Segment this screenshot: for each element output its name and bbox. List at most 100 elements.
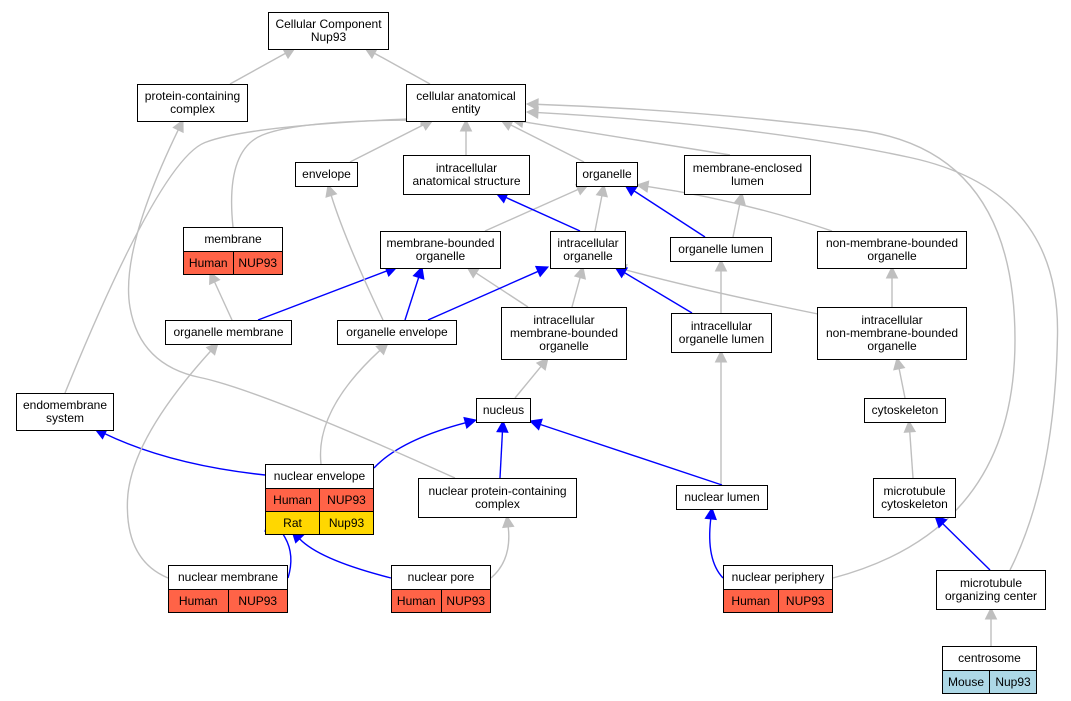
edge-part-of-nuclear-envelope-to-nucleus <box>373 422 466 469</box>
arrowhead <box>714 349 728 363</box>
edge-is-a-non-mem-bounded-org-to-ic-organelle <box>625 269 819 315</box>
node-ic-non-mem-bounded-org[interactable]: intracellular non-membrane-bounded organ… <box>817 307 967 360</box>
node-label: organelle <box>582 167 632 181</box>
node-label: envelope <box>302 167 351 181</box>
node-ic-mem-bounded-org[interactable]: intracellular membrane-bounded organelle <box>501 307 627 360</box>
node-label: intracellular anatomical structure <box>412 161 521 188</box>
node-label: cytoskeleton <box>871 403 939 417</box>
node-mem-bounded-org[interactable]: membrane-bounded organelle <box>380 231 501 269</box>
species-cell: Rat <box>266 512 319 534</box>
edge-is-a-cell-anat-to-cc-root <box>374 52 431 85</box>
node-label: protein-containing complex <box>144 89 241 116</box>
gene-cell: NUP93 <box>227 590 287 612</box>
edge-is-a-protein-complex-to-cc-root <box>229 52 286 85</box>
node-mtoc[interactable]: microtubule organizing center <box>936 570 1046 610</box>
node-cell-anat[interactable]: cellular anatomical entity <box>406 84 526 122</box>
arrowhead <box>984 606 998 620</box>
edge-part-of-mtoc-to-mt-cytoskeleton <box>942 523 991 571</box>
node-org-envelope[interactable]: organelle envelope <box>337 320 457 345</box>
edge-is-a-org-membrane-to-membrane <box>213 281 233 321</box>
node-label: microtubule cytoskeleton <box>881 484 948 511</box>
gene-cell: NUP93 <box>319 489 373 511</box>
edge-is-a-mem-bounded-org-to-organelle <box>484 188 579 232</box>
node-label: intracellular non-membrane-bounded organ… <box>825 313 959 353</box>
node-label: endomembrane system <box>22 398 108 425</box>
gene-cell: Nup93 <box>319 512 373 534</box>
node-label: intracellular organelle <box>557 236 619 263</box>
edge-part-of-org-membrane-to-mem-bounded-org <box>257 270 387 321</box>
node-label: organelle lumen <box>678 242 764 256</box>
arrowhead <box>573 265 587 280</box>
node-envelope[interactable]: envelope <box>295 162 358 187</box>
edge-is-a-ic-organelle-to-organelle <box>594 195 603 232</box>
node-mem-encl-lumen[interactable]: membrane-enclosed lumen <box>684 155 811 195</box>
arrowhead <box>496 419 509 433</box>
arrowhead <box>525 106 539 119</box>
arrowhead <box>209 270 221 286</box>
arrowhead <box>412 265 425 280</box>
node-nucleus[interactable]: nucleus <box>476 398 531 423</box>
edge-is-a-nucleus-to-ic-mem-bounded-org <box>514 366 542 399</box>
species-cell: Human <box>724 590 778 612</box>
arrowhead <box>459 118 473 132</box>
node-mt-cytoskeleton[interactable]: microtubule cytoskeleton <box>873 478 956 518</box>
node-label: nuclear pore <box>407 570 475 584</box>
edge-part-of-nuclear-pcc-to-nucleus <box>499 431 504 479</box>
gene-cell: Nup93 <box>989 671 1036 693</box>
arrowhead <box>463 416 478 430</box>
edge-part-of-org-envelope-to-mem-bounded-org <box>404 277 420 321</box>
edge-part-of-ic-org-lumen-to-ic-organelle <box>624 272 693 314</box>
node-nuclear-lumen[interactable]: nuclear lumen <box>676 485 768 510</box>
arrowhead <box>525 98 539 111</box>
node-label: intracellular organelle lumen <box>678 319 765 346</box>
arrowhead <box>733 191 746 206</box>
node-nuclear-pcc[interactable]: nuclear protein-containing complex <box>418 478 577 518</box>
arrowhead <box>885 265 899 279</box>
node-org-lumen[interactable]: organelle lumen <box>670 237 772 262</box>
node-non-mem-bounded-org[interactable]: non-membrane-bounded organelle <box>817 231 967 269</box>
edge-part-of-nuclear-periphery-to-nuclear-lumen <box>709 518 724 579</box>
arrowhead <box>704 506 717 521</box>
node-organelle[interactable]: organelle <box>576 162 638 187</box>
edge-is-a-nuclear-membrane-to-org-membrane <box>126 350 212 579</box>
node-label: non-membrane-bounded organelle <box>825 236 959 263</box>
node-ic-anat[interactable]: intracellular anatomical structure <box>403 155 530 195</box>
arrowhead <box>595 183 608 198</box>
arrowhead <box>528 418 543 431</box>
edge-is-a-cytoskeleton-to-ic-non-mem-bounded-org <box>898 368 906 399</box>
node-ic-org-lumen[interactable]: intracellular organelle lumen <box>671 313 772 353</box>
node-cytoskeleton[interactable]: cytoskeleton <box>864 398 946 423</box>
edge-part-of-nuclear-pore-to-nuclear-envelope <box>299 538 392 579</box>
node-label: membrane-bounded organelle <box>386 236 495 263</box>
node-ic-organelle[interactable]: intracellular organelle <box>550 231 626 269</box>
edge-is-a-mt-cytoskeleton-to-cytoskeleton <box>909 431 914 479</box>
node-label: microtubule organizing center <box>944 576 1038 603</box>
node-label: nuclear lumen <box>684 490 760 504</box>
gene-cell: NUP93 <box>440 590 490 612</box>
node-endomembrane[interactable]: endomembrane system <box>16 393 114 431</box>
arrowhead <box>172 118 184 134</box>
edge-part-of-nuclear-lumen-to-nucleus <box>540 423 723 486</box>
node-cc-root[interactable]: Cellular Component Nup93 <box>268 12 389 50</box>
edge-is-a-org-envelope-to-envelope <box>330 195 384 321</box>
edge-is-a-ic-mem-bounded-org-to-mem-bounded-org <box>475 272 529 308</box>
edge-part-of-org-envelope-to-ic-organelle <box>427 270 539 321</box>
arrowhead <box>903 419 917 433</box>
node-org-membrane[interactable]: organelle membrane <box>165 320 292 345</box>
arrowhead <box>714 258 728 272</box>
node-protein-complex[interactable]: protein-containing complex <box>137 84 248 122</box>
edge-is-a-nuclear-pcc-to-protein-complex <box>127 129 456 479</box>
edge-is-a-ic-mem-bounded-org-to-ic-organelle <box>571 277 581 308</box>
